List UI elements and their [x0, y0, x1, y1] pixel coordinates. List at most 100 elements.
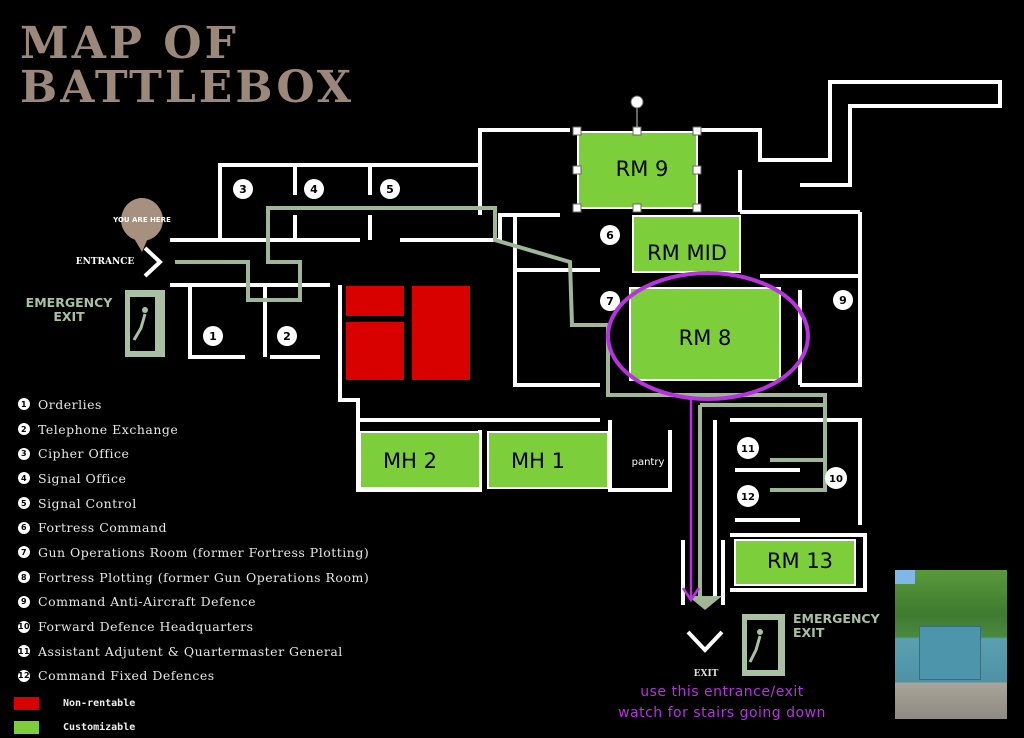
you-are-here-label: YOU ARE HERE: [112, 216, 171, 224]
legend-label: Command Fixed Defences: [38, 668, 215, 684]
map-title-line1: MAP OF: [20, 18, 239, 69]
legend-number: 2: [18, 423, 30, 436]
key-customizable: Customizable: [14, 721, 135, 734]
legend-item: 11 Assistant Adjutent & Quartermaster Gen…: [18, 639, 369, 664]
legend-label: Fortress Plotting (former Gun Operations…: [38, 569, 370, 585]
svg-text:6: 6: [606, 229, 614, 242]
entrance-photo: [895, 570, 1007, 719]
svg-text:2: 2: [283, 330, 291, 343]
marker-12: 12: [737, 485, 759, 507]
rm9-selection-handles: [572, 95, 702, 213]
room-rm8[interactable]: [629, 287, 781, 381]
svg-text:11: 11: [741, 444, 755, 455]
marker-1: 1: [203, 326, 223, 346]
you-are-here-marker: YOU ARE HERE: [112, 198, 171, 252]
svg-text:5: 5: [386, 183, 394, 196]
key-label: Customizable: [63, 722, 136, 733]
legend-number: 11: [17, 645, 31, 658]
legend-item: 10 Forward Defence Headquarters: [18, 614, 369, 639]
room-mh2[interactable]: [359, 431, 481, 489]
svg-text:12: 12: [741, 492, 755, 503]
route-path: [175, 206, 827, 610]
walls: [170, 80, 1002, 605]
marker-10: 10: [825, 467, 847, 489]
rotate-handle-icon: [630, 95, 644, 109]
legend-number: 3: [18, 447, 30, 460]
rm8-highlight-ellipse: [606, 271, 810, 603]
marker-11: 11: [737, 437, 759, 459]
emergency-exit-sign-bottom-icon: [742, 614, 785, 676]
legend-number: 5: [18, 497, 30, 510]
svg-text:4: 4: [310, 183, 318, 196]
red-room: [346, 322, 404, 380]
legend-number: 10: [17, 620, 31, 633]
room-mh1[interactable]: [487, 431, 609, 489]
legend-label: Telephone Exchange: [38, 421, 179, 437]
rm8-label: RM 8: [679, 326, 732, 350]
red-swatch: [14, 697, 39, 710]
legend-label: Command Anti-Aircraft Defence: [38, 594, 257, 610]
red-room: [412, 286, 470, 380]
emergency-exit-bottom-label: EMERGENCY EXIT: [793, 612, 880, 640]
red-room: [346, 286, 404, 316]
legend-label: Signal Control: [38, 495, 137, 511]
marker-9: 9: [833, 290, 853, 310]
entrance-note-line1: use this entrance/exit: [640, 684, 804, 700]
map-title-line2: BATTLEBOX: [20, 62, 355, 113]
svg-text:9: 9: [839, 294, 847, 307]
legend-label: Assistant Adjutent & Quartermaster Gener…: [38, 643, 343, 659]
legend-number: 6: [18, 521, 30, 534]
legend-item: 2 Telephone Exchange: [18, 417, 369, 442]
marker-2: 2: [277, 326, 297, 346]
key-label: Non-rentable: [63, 698, 136, 709]
mh1-label: MH 1: [511, 449, 565, 473]
marker-5: 5: [380, 179, 400, 199]
marker-7: 7: [600, 291, 620, 311]
emergency-exit-left-line1: EMERGENCY: [25, 295, 113, 310]
svg-text:3: 3: [239, 183, 247, 196]
room-rm13[interactable]: [734, 539, 856, 586]
exit-chevron-icon: [686, 630, 724, 653]
mh2-label: MH 2: [383, 449, 437, 473]
marker-4: 4: [304, 179, 324, 199]
legend-number: 1: [18, 398, 30, 411]
emergency-exit-left-line2: EXIT: [53, 309, 85, 324]
legend-item: 8 Fortress Plotting (former Gun Operation…: [18, 565, 369, 590]
rm9-label: RM 9: [616, 157, 669, 181]
room-rm-mid[interactable]: [632, 215, 741, 273]
legend-label: Forward Defence Headquarters: [38, 619, 254, 635]
legend-label: Cipher Office: [38, 446, 130, 462]
legend-item: 9 Command Anti-Aircraft Defence: [18, 590, 369, 615]
photo-door: [919, 626, 981, 680]
exit-label: EXIT: [694, 669, 719, 679]
photo-sky: [895, 570, 915, 584]
legend-number: 9: [18, 595, 30, 608]
legend-item: 3 Cipher Office: [18, 441, 369, 466]
legend-label: Fortress Command: [38, 520, 167, 536]
legend-number: 4: [18, 472, 30, 485]
emergency-exit-sign-left-icon: [125, 290, 165, 357]
entrance-label: ENTRANCE: [76, 257, 135, 267]
legend-item: 6 Fortress Command: [18, 515, 369, 540]
marker-6: 6: [600, 225, 620, 245]
emergency-exit-bottom-line1: EMERGENCY: [793, 611, 880, 626]
green-swatch: [14, 721, 39, 734]
legend-number: 8: [18, 571, 30, 584]
svg-text:1: 1: [209, 330, 217, 343]
svg-text:7: 7: [606, 295, 614, 308]
entrance-note-line2: watch for stairs going down: [618, 705, 826, 721]
emergency-exit-bottom-line2: EXIT: [793, 625, 825, 640]
svg-text:10: 10: [829, 474, 843, 485]
entrance-chevron-icon: [143, 246, 163, 278]
room-rm9[interactable]: [577, 131, 698, 209]
customizable-rooms: [359, 131, 856, 586]
rm-mid-label: RM MID: [647, 241, 727, 265]
pantry-label: pantry: [632, 457, 665, 468]
